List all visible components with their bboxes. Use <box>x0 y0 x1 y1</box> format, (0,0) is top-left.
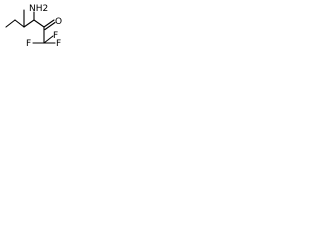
bond-cf3-to-top-fluorine <box>43 35 54 44</box>
fluorine-right-label: F <box>56 39 61 49</box>
bond-carbonyl-double-b <box>44 21 56 31</box>
bond-ch-to-ch-amino <box>23 19 35 28</box>
bond-carbonyl-double-a <box>43 19 55 28</box>
carbonyl-oxygen-label: O <box>55 17 62 27</box>
amino-group-label: NH2 <box>29 4 48 14</box>
bond-ethyl-ch2-ch <box>14 19 25 28</box>
molecule-structure-diagram: NH2 O F F F <box>5 4 62 49</box>
bond-ch-to-carbonyl-carbon <box>33 19 45 28</box>
fluorine-left-label: F <box>26 39 31 49</box>
bond-ethyl-ch3-ch2 <box>5 19 16 28</box>
fluorine-top-label: F <box>53 31 58 41</box>
